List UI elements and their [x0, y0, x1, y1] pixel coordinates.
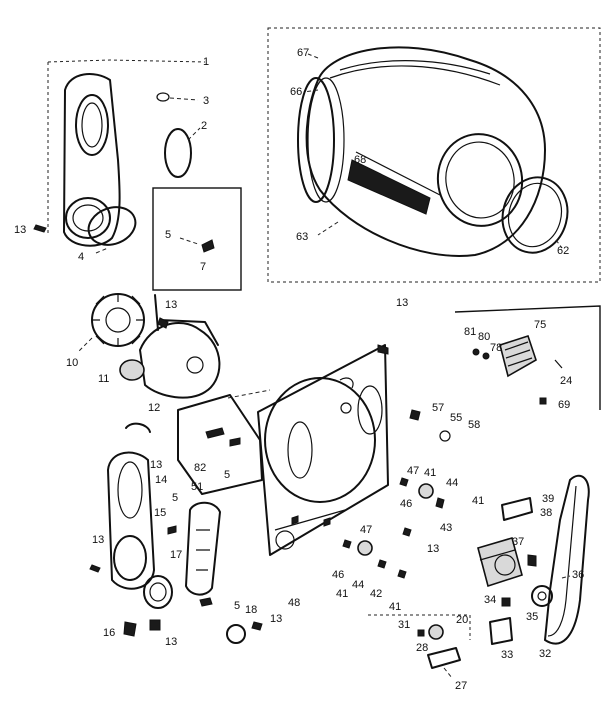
callout-41: 41 [472, 495, 484, 507]
callout-67: 67 [297, 47, 309, 59]
callout-46: 46 [332, 569, 344, 581]
callout-68: 68 [354, 154, 366, 166]
callout-13: 13 [165, 299, 177, 311]
callout-14: 14 [155, 474, 167, 486]
callout-41: 41 [336, 588, 348, 600]
callout-1: 1 [203, 56, 209, 68]
callout-11: 11 [98, 373, 109, 385]
callout-69: 69 [558, 399, 570, 411]
callout-13: 13 [150, 459, 162, 471]
thermostat-group [368, 614, 471, 679]
control-box-75 [454, 305, 601, 410]
callout-78: 78 [490, 342, 502, 354]
callout-44: 44 [352, 579, 364, 591]
callout-48: 48 [288, 597, 300, 609]
duct-cover-51 [123, 501, 263, 644]
callout-81: 81 [464, 326, 476, 338]
callout-57: 57 [432, 402, 444, 414]
callout-13: 13 [396, 297, 408, 309]
callout-13: 13 [14, 224, 26, 236]
bracket-detail-box [152, 187, 242, 291]
callout-4: 4 [78, 251, 84, 263]
callout-7: 7 [200, 261, 206, 273]
callout-82: 82 [194, 462, 206, 474]
callout-38: 38 [540, 507, 552, 519]
callout-37: 37 [512, 536, 524, 548]
callout-39: 39 [542, 493, 554, 505]
callout-34: 34 [484, 594, 496, 606]
callout-24: 24 [560, 375, 572, 387]
callout-31: 31 [398, 619, 410, 631]
callout-5: 5 [165, 229, 171, 241]
callout-43: 43 [440, 522, 452, 534]
lint-duct-14 [89, 422, 177, 590]
callout-17: 17 [170, 549, 182, 561]
callout-80: 80 [478, 331, 490, 343]
callout-46: 46 [400, 498, 412, 510]
rear-bulkhead-48 [257, 344, 389, 556]
callout-42: 42 [370, 588, 382, 600]
callout-18: 18 [245, 604, 257, 616]
callout-16: 16 [103, 627, 115, 639]
callout-5: 5 [224, 469, 230, 481]
callout-41: 41 [389, 601, 401, 613]
callout-10: 10 [66, 357, 78, 369]
callout-58: 58 [468, 419, 480, 431]
bulkhead-small-parts [342, 409, 451, 579]
callout-44: 44 [446, 477, 458, 489]
duct-plate-82 [177, 389, 271, 495]
callout-13: 13 [270, 613, 282, 625]
callout-13: 13 [92, 534, 104, 546]
callout-62: 62 [557, 245, 569, 257]
callout-51: 51 [191, 481, 203, 493]
callout-15: 15 [154, 507, 166, 519]
callout-33: 33 [501, 649, 513, 661]
callout-47: 47 [360, 524, 372, 536]
callout-47: 47 [407, 465, 419, 477]
blower-and-motor [77, 293, 221, 399]
callout-3: 3 [203, 95, 209, 107]
callout-63: 63 [296, 231, 308, 243]
callout-28: 28 [416, 642, 428, 654]
callout-55: 55 [450, 412, 462, 424]
callout-75: 75 [534, 319, 546, 331]
callout-32: 32 [539, 648, 551, 660]
callout-2: 2 [201, 120, 207, 132]
idler-belt-group [477, 474, 590, 645]
drum-assembly-group [267, 27, 601, 283]
callout-41: 41 [424, 467, 436, 479]
callout-35: 35 [526, 611, 538, 623]
callout-13: 13 [427, 543, 439, 555]
callout-66: 66 [290, 86, 302, 98]
callout-27: 27 [455, 680, 467, 692]
callout-12: 12 [148, 402, 160, 414]
callout-20: 20 [456, 614, 468, 626]
callout-labels: 1 3 2 4 13 5 7 67 66 68 63 62 13 13 10 1… [14, 47, 584, 692]
callout-13: 13 [165, 636, 177, 648]
callout-5: 5 [234, 600, 240, 612]
front-panel-group [33, 59, 206, 254]
callout-5: 5 [172, 492, 178, 504]
callout-36: 36 [572, 569, 584, 581]
